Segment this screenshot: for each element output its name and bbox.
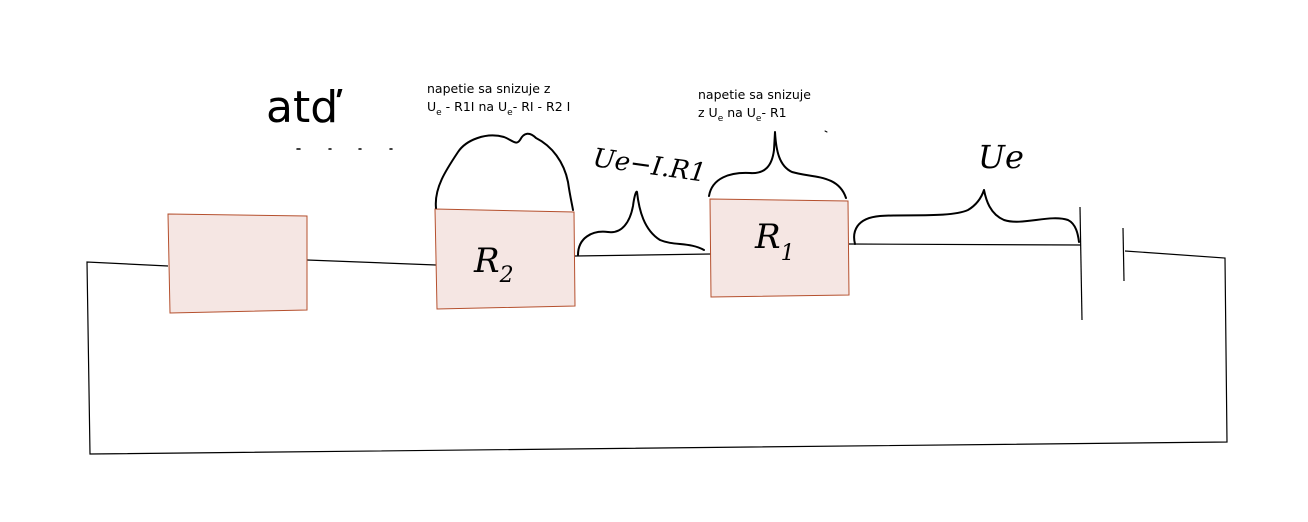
label-r1: R1 [754, 217, 795, 266]
note-r1-line1: napetie sa snizuje [698, 87, 811, 102]
note-r1: napetie sa snizuje z Ue na Ue- R1 [698, 86, 811, 124]
dot-stray [824, 130, 828, 133]
brace-over-ue [853, 189, 1080, 245]
note-r1-line2: z Ue na Ue- R1 [698, 105, 787, 124]
wire-r2-to-r1 [574, 253, 712, 257]
etc-label: atď [266, 82, 339, 133]
label-r2: R2 [473, 241, 514, 288]
note-r2-line1: napetie sa snizuje z [427, 81, 551, 96]
wire-left-loop [86, 250, 1228, 455]
note-r2-line2: Ue - R1I na Ue- RI - R2 I [427, 99, 571, 118]
brace-between-r2-r1 [577, 190, 705, 256]
resistor-r1 [709, 198, 850, 298]
brace-over-r1 [708, 131, 847, 199]
wire-box-to-r2 [306, 259, 437, 266]
label-ue-minus-ir1: Ue−I.R1 [591, 143, 708, 189]
resistor-unlabeled [167, 213, 308, 314]
note-r2: napetie sa snizuje z Ue - R1I na Ue- RI … [427, 80, 571, 118]
label-ue: Ue [978, 138, 1024, 176]
battery-long-plate [1079, 206, 1083, 321]
wire-r1-to-battery [848, 243, 1082, 246]
brace-over-r2 [434, 132, 574, 211]
battery-short-plate [1122, 227, 1125, 282]
resistor-r2 [434, 208, 576, 310]
